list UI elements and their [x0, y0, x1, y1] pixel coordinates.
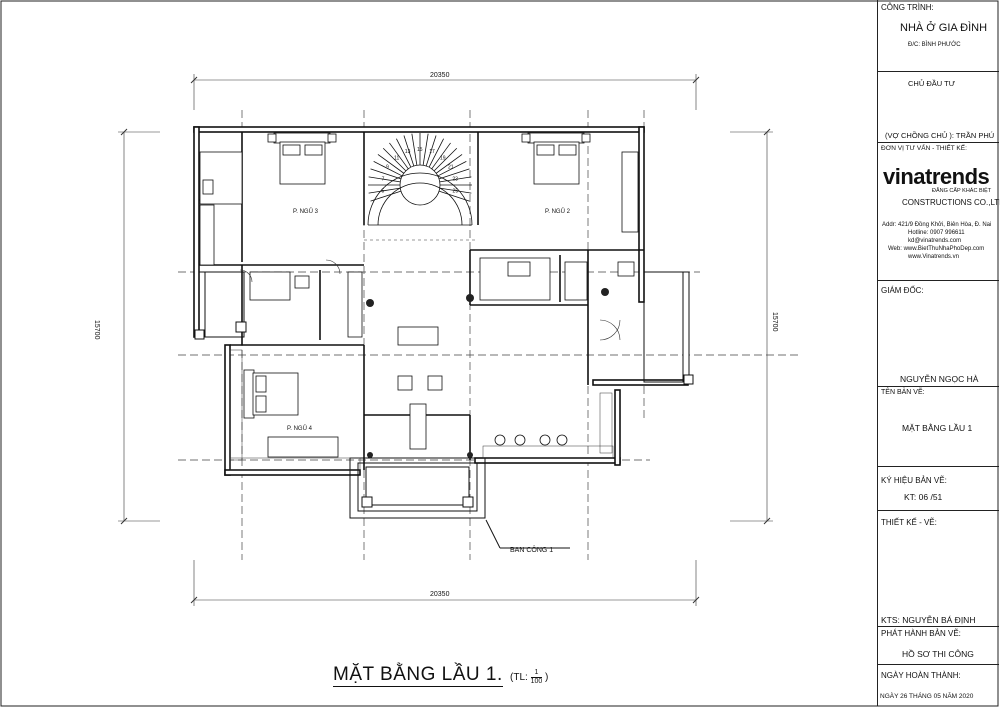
director-name: NGUYỄN NGỌC HÀ	[900, 374, 979, 384]
stair-tread	[433, 147, 458, 172]
furniture	[199, 151, 639, 458]
front-balcony	[349, 457, 570, 549]
company-web-2: www.Vinatrends.vn	[908, 254, 959, 260]
door-swings	[239, 239, 621, 341]
stair-step-number: 15	[417, 147, 423, 153]
walls	[193, 126, 689, 476]
stair-step-number: 7	[382, 176, 385, 182]
bed-p-ngu-3	[267, 132, 337, 185]
stair-tread	[438, 168, 470, 180]
stair-tread	[428, 138, 444, 168]
dimension-lines	[118, 74, 773, 606]
dimension-bottom-label: 20350	[430, 591, 450, 598]
room-label-p-ngu-2: P. NGỦ 2	[545, 209, 570, 215]
columns	[366, 288, 609, 458]
bed-p-ngu-4	[243, 369, 299, 419]
stair-tread	[368, 176, 401, 183]
scale-denominator: 100	[530, 678, 543, 685]
completion-label: NGÀY HOÀN THÀNH:	[881, 671, 961, 680]
grid-axes	[178, 110, 800, 560]
stair-step-number: 21	[448, 165, 454, 171]
project-address: Đ/C: BÌNH PHƯỚC	[908, 42, 961, 48]
drawing-code-label: KÝ HIỆU BẢN VẼ:	[881, 476, 947, 485]
stair-tread	[437, 161, 467, 177]
dimension-right-label: 15700	[771, 312, 778, 332]
completion-date: NGÀY 26 THÁNG 05 NĂM 2020	[880, 693, 974, 700]
room-label-p-ngu-4: P. NGỦ 4	[287, 426, 312, 432]
owner-label: CHỦ ĐẦU TƯ	[908, 79, 956, 88]
issue-value: HỒ SƠ THI CÔNG	[902, 649, 974, 659]
company-address: Addr: 421/9 Đồng Khởi, Biên Hòa, Đ. Nai	[882, 222, 992, 228]
spiral-staircase	[367, 133, 473, 226]
company-web-1: Web: www.BietThuNhaPhoDep.com	[888, 246, 985, 252]
stair-tread	[403, 135, 415, 167]
stair-step-number: 13	[405, 149, 411, 155]
title-block: CÔNG TRÌNH: NHÀ Ở GIA ĐÌNH Đ/C: BÌNH PHƯ…	[877, 0, 1000, 706]
drawing-title: MẶT BẰNG LẦU 1.	[333, 664, 503, 687]
stair-tread	[370, 168, 402, 180]
stair-tread	[373, 161, 403, 177]
stair-tread	[382, 147, 407, 172]
stair-tread	[425, 135, 437, 167]
bed-p-ngu-2	[521, 132, 591, 185]
stair-tread	[368, 187, 401, 194]
stair-step-number: 25	[453, 189, 459, 195]
drawing-name-label: TÊN BẢN VẼ:	[881, 389, 925, 396]
director-label: GIÁM ĐỐC:	[881, 286, 924, 295]
stair-tread	[431, 142, 451, 170]
dimension-ticks	[120, 76, 771, 604]
balcony-label: BAN CÔNG 1	[510, 547, 554, 554]
stair-step-number: 23	[452, 176, 458, 182]
stair-step-number: 11	[394, 155, 399, 161]
stair-tread	[438, 190, 470, 202]
issue-label: PHÁT HÀNH BẢN VẼ:	[881, 629, 961, 638]
scale-numerator: 1	[530, 669, 543, 678]
drawing-name: MẶT BẰNG LẦU 1	[902, 423, 973, 433]
scale-prefix: (TL:	[510, 672, 528, 684]
company-name: CONSTRUCTIONS CO.,LTD	[902, 198, 1000, 207]
stair-tread	[389, 142, 409, 170]
consultant-label: ĐƠN VỊ TƯ VẤN - THIẾT KẾ:	[881, 145, 967, 152]
company-hotline: Hotline: 0907 996611	[908, 230, 965, 236]
stair-tread	[396, 138, 412, 168]
stair-tread	[439, 187, 472, 194]
room-label-p-ngu-3: P. NGỦ 3	[293, 209, 318, 215]
drawing-code: KT: 06 /51	[904, 492, 943, 502]
brand-logo: vinatrends	[883, 164, 990, 189]
stair-step-number: 9	[386, 165, 389, 171]
stair-tread	[435, 154, 463, 174]
stair-tread	[377, 154, 405, 174]
stair-step-number: 17	[429, 149, 435, 155]
stair-tread	[439, 176, 472, 183]
dimension-left-label: 15700	[93, 320, 100, 340]
stair-tread	[411, 133, 418, 166]
scale-suffix: )	[545, 672, 549, 684]
company-email: kd@vinatrends.com	[908, 238, 962, 244]
project-name: NHÀ Ở GIA ĐÌNH	[900, 22, 988, 34]
side-balconies	[194, 271, 694, 385]
stair-step-number: 5	[381, 189, 384, 195]
stair-tread	[370, 190, 402, 202]
designer-name: KTS: NGUYỄN BÁ ĐỊNH	[881, 615, 976, 625]
stair-tread	[422, 133, 429, 166]
owner-name: (VỢ CHỒNG CHỦ ): TRẦN PHÚ	[885, 131, 995, 140]
balustrades	[229, 349, 614, 471]
stair-step-number: 19	[440, 155, 446, 161]
brand-slogan: ĐẲNG CẤP KHÁC BIỆT	[932, 188, 992, 194]
dimension-top-label: 20350	[430, 72, 450, 79]
drawing-scale: (TL: 1 100 )	[510, 669, 548, 686]
designer-label: THIẾT KẾ - VẼ:	[881, 518, 937, 527]
project-label: CÔNG TRÌNH:	[881, 3, 934, 12]
